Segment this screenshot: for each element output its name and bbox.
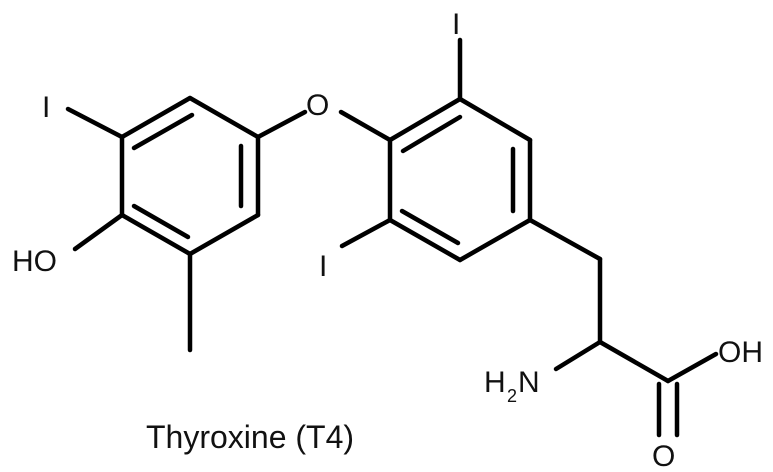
- ether-bond-left: [255, 109, 308, 140]
- left-ring-bond-5: [119, 212, 193, 257]
- carboxyl-hydroxyl: OH: [718, 336, 763, 369]
- left-ring-bond-1: [119, 95, 193, 140]
- right-ring-bond-5-inner: [399, 208, 461, 246]
- iodine-atom-middle: I: [319, 250, 327, 283]
- right-ring-bond-4: [457, 217, 533, 263]
- molecule-name-caption: Thyroxine (T4): [146, 419, 354, 455]
- right-ring-bond-1: [387, 96, 463, 143]
- iodine-atom-top: I: [452, 8, 460, 41]
- left-ring-bond-1-inner: [131, 112, 195, 151]
- carbonyl-oxygen: O: [652, 440, 675, 472]
- amine-subscript: 2: [507, 386, 517, 406]
- left-ring-bond-4: [187, 212, 261, 257]
- left-ring-bond-5-inner: [131, 203, 191, 240]
- iodine-atom-left: I: [42, 91, 50, 124]
- amine-nitrogen: N: [518, 366, 540, 399]
- right-ring-bond-2: [457, 96, 533, 143]
- hydroxyl-group-left: HO: [12, 245, 57, 278]
- left-ring-bond-2: [187, 95, 261, 140]
- ether-oxygen-atom: O: [306, 89, 329, 122]
- right-ring-bond-5: [387, 217, 463, 263]
- amine-group: H 2 N: [484, 366, 540, 406]
- right-ring-bond-1-inner: [400, 114, 463, 154]
- left-benzene-ring: [119, 95, 261, 257]
- amine-hydrogen: H: [484, 366, 506, 399]
- right-benzene-ring: [387, 96, 533, 263]
- alpha-carbon-to-nitrogen-bond: [553, 339, 603, 372]
- ring-to-ch2-bond: [527, 217, 603, 262]
- alpha-carbon-to-carboxyl-bond: [597, 339, 671, 384]
- carboxyl-c-oh-bond: [665, 351, 719, 384]
- ether-bond-right: [338, 109, 393, 143]
- c-oh-bond-left: [72, 212, 125, 252]
- c-i-bond-middle: [339, 217, 393, 249]
- c-i-bond-left: [65, 106, 125, 140]
